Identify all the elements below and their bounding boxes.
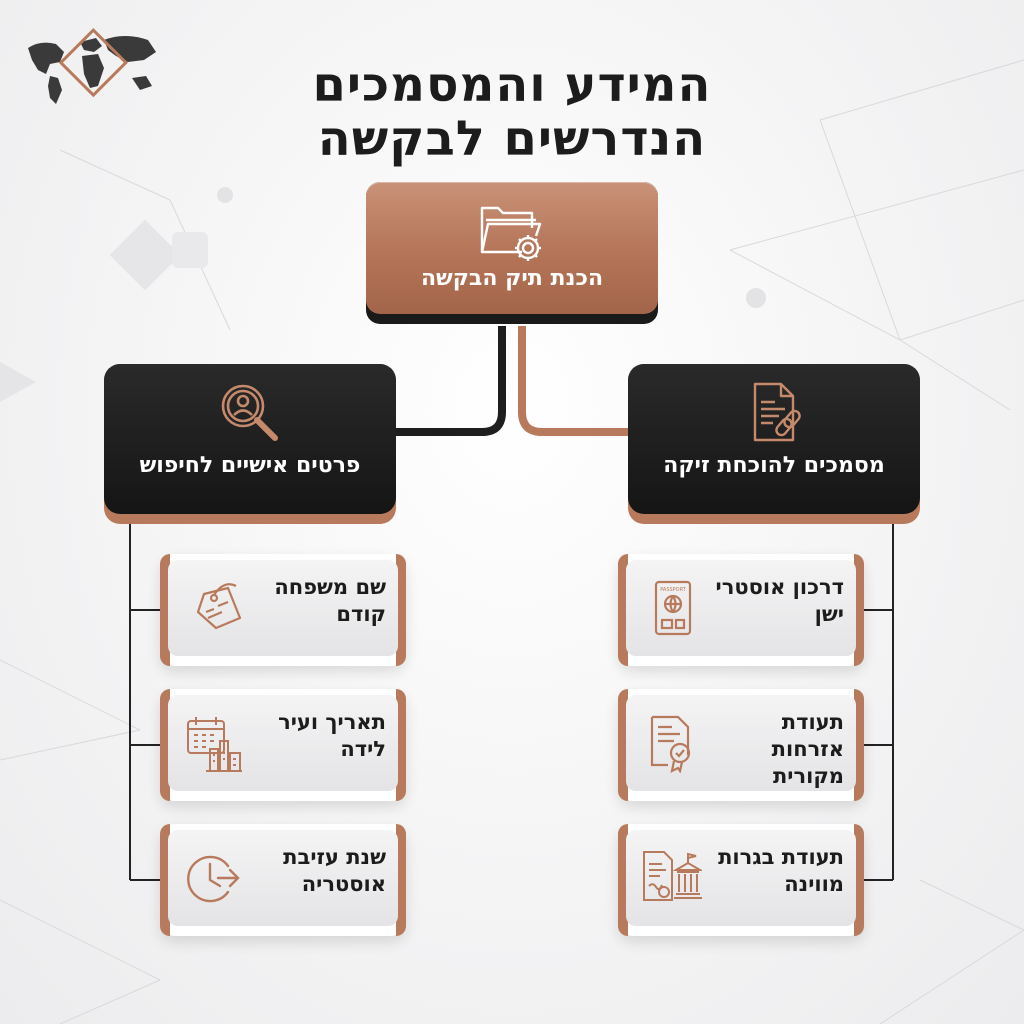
item-edge-left (160, 689, 170, 801)
name-tag-icon (196, 583, 242, 630)
item-label: דרכון אוסטרי ישן (715, 575, 844, 626)
category-personal-details-label: פרטים אישיים לחיפוש (139, 453, 361, 478)
item-edge-right (396, 824, 406, 936)
category-proof-documents-face: מסמכים להוכחת זיקה (628, 364, 920, 514)
item-edge-left (160, 554, 170, 666)
document-link-icon (753, 382, 801, 442)
category-personal-details: פרטים אישיים לחיפוש (104, 364, 396, 524)
item-edge-left (618, 824, 628, 936)
diploma-building-icon (643, 851, 702, 901)
item-vienna-matriculation-certificate: תעודת בגרות מווינה (618, 824, 864, 936)
root-node-face: הכנת תיק הבקשה (366, 182, 658, 314)
item-edge-right (396, 689, 406, 801)
magnifier-person-icon (221, 384, 278, 441)
item-edge-right (396, 554, 406, 666)
page-title: המידע והמסמכים הנדרשים לבקשה (212, 58, 812, 166)
folder-gear-icon (480, 206, 542, 261)
root-node: הכנת תיק הבקשה (366, 182, 658, 324)
item-label: תאריך ועיר לידה (278, 710, 386, 761)
item-edge-left (618, 554, 628, 666)
item-birth-date-and-city: תאריך ועיר לידה (160, 689, 406, 801)
item-inner: שנת עזיבת אוסטריה (168, 830, 398, 926)
category-personal-details-face: פרטים אישיים לחיפוש (104, 364, 396, 514)
certificate-seal-icon (650, 715, 691, 773)
title-line-2: הנדרשים לבקשה (317, 111, 707, 167)
item-inner: שם משפחה קודם (168, 560, 398, 656)
item-label: שנת עזיבת אוסטריה (283, 845, 386, 896)
item-label: תעודת בגרות מווינה (718, 845, 844, 896)
item-edge-right (854, 824, 864, 936)
item-edge-right (854, 554, 864, 666)
item-label: תעודת אזרחות מקורית (771, 710, 844, 788)
item-edge-right (854, 689, 864, 801)
item-edge-left (160, 824, 170, 936)
item-inner: תאריך ועיר לידה (168, 695, 398, 791)
item-inner: תעודת בגרות מווינה (626, 830, 856, 926)
clock-exit-icon (187, 855, 240, 903)
category-proof-documents: מסמכים להוכחת זיקה (628, 364, 920, 524)
item-previous-surname: שם משפחה קודם (160, 554, 406, 666)
item-original-citizenship-certificate: תעודת אזרחות מקורית (618, 689, 864, 801)
world-map-logo (28, 28, 156, 104)
title-line-1: המידע והמסמכים (312, 57, 712, 113)
item-inner: דרכון אוסטרי ישן PASSPORT (626, 560, 856, 656)
category-proof-documents-label: מסמכים להוכחת זיקה (663, 453, 885, 478)
root-node-label: הכנת תיק הבקשה (420, 266, 604, 291)
item-year-left-austria: שנת עזיבת אוסטריה (160, 824, 406, 936)
item-edge-left (618, 689, 628, 801)
item-old-austrian-passport: דרכון אוסטרי ישן PASSPORT (618, 554, 864, 666)
item-inner: תעודת אזרחות מקורית (626, 695, 856, 791)
item-label: שם משפחה קודם (274, 575, 386, 626)
svg-text:PASSPORT: PASSPORT (660, 587, 687, 593)
calendar-city-icon (187, 717, 242, 772)
passport-icon: PASSPORT (654, 580, 692, 636)
